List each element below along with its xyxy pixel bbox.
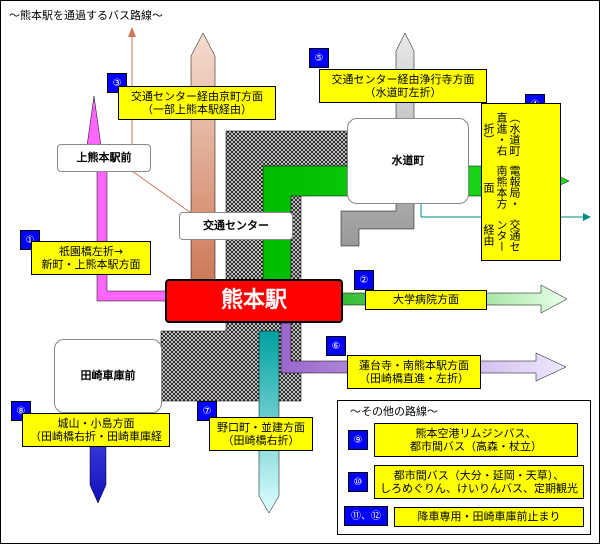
route-3-direction: 交通センター経由京町方面 （一部上熊本駅経由） [118, 86, 276, 120]
other-routes-panel: 〜その他の路線〜 ⑨ 熊本空港リムジンバス、 都市間バス（高森・杖立） ⑩ 都市… [337, 400, 591, 535]
route-11-12-badge: ⑪、⑫ [344, 506, 388, 526]
route-7-badge: ⑦ [197, 401, 217, 421]
stop-kami-kumamoto: 上熊本駅前 [57, 144, 151, 172]
kumamoto-station-hub: 熊本駅 [165, 279, 343, 323]
route-2-direction: 大学病院方面 [365, 290, 487, 310]
route-11-12-direction: 降車専用・田崎車庫前止まり [394, 507, 584, 527]
route-5-badge: ⑤ [309, 48, 329, 68]
route-10-badge: ⑩ [348, 472, 368, 492]
route-3-line [190, 32, 216, 287]
route-9-direction: 熊本空港リムジンバス、 都市間バス（高森・杖立） [374, 423, 578, 457]
route-7-direction: 野口町・並建方面 （田崎橋右折） [209, 417, 313, 451]
route-9-badge: ⑨ [348, 430, 368, 450]
route-2-badge: ② [354, 270, 374, 290]
route-6-direction: 蓮台寺・南熊本駅方面 （田崎橋直進・左折） [347, 355, 481, 389]
stop-tasaki: 田崎車庫前 [54, 339, 162, 413]
route-6-badge: ⑥ [326, 336, 346, 356]
route-1-line [86, 95, 212, 302]
route-8-direction: 城山・小島方面 （田崎橋右折・田崎車庫経 [22, 413, 170, 447]
route-1-badge: ① [20, 230, 40, 250]
stop-kotsu-center: 交通センター [179, 212, 293, 240]
route-5-direction: 交通センター経由浄行寺方面 （水道町左折） [319, 69, 487, 103]
route-1-direction: 祇園橋左折→ 新町・上熊本駅方面 [31, 241, 151, 275]
route-4-direction: 交通センター経由 電報局・南熊本方面 （水道町直進・右折） [481, 103, 561, 261]
diagram-title: 〜熊本駅を通過するバス路線〜 [9, 9, 163, 22]
other-routes-heading: 〜その他の路線〜 [350, 405, 438, 418]
route-10-direction: 都市間バス（大分・延岡・天草）、 しろめぐりん、けいりんバス、定期観光 [374, 465, 584, 499]
stop-suidocho: 水道町 [347, 118, 469, 204]
